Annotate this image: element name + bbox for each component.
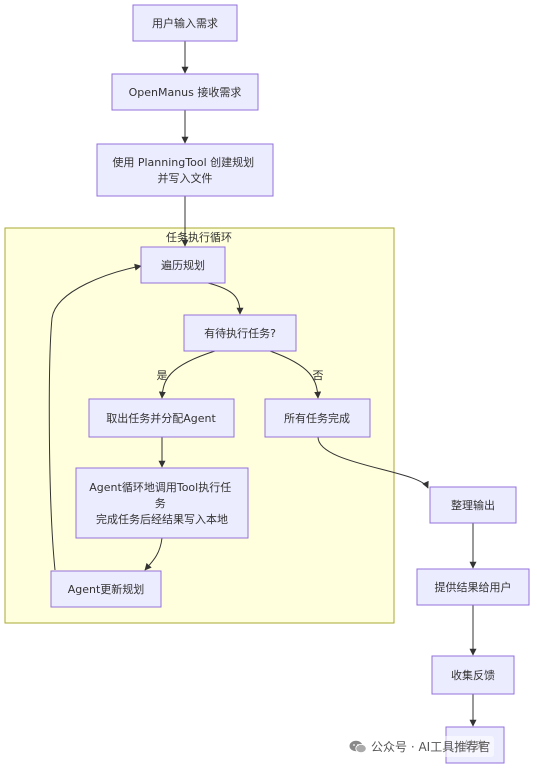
node-text-line: Agent更新规划 (68, 582, 145, 596)
edge-execute-to-update (144, 537, 163, 571)
svg-text:提供结果给用户: 提供结果给用户 (435, 580, 512, 594)
node-organize: 整理输出 (429, 486, 517, 524)
watermark: 公众号 · AI工具推荐官 (345, 736, 495, 757)
svg-text:整理输出: 整理输出 (451, 498, 495, 512)
edge-hastask-to-assign (158, 350, 216, 399)
node-text-line: 提供结果给用户 (435, 580, 512, 594)
node-text-line: 取出任务并分配Agent (106, 411, 216, 425)
svg-text:收集反馈: 收集反馈 (451, 668, 495, 682)
node-text-line: 所有任务完成 (284, 411, 350, 425)
svg-text:Agent循环地调用Tool执行任 务: Agent循环地调用Tool执行任 务 完成任务后经结果写入本地 (89, 480, 234, 526)
node-text-line: 整理输出 (451, 498, 495, 512)
node-text-line: 有待执行任务? (204, 326, 276, 340)
no-label: 否 (313, 369, 324, 382)
edge-update-to-iterate (48, 263, 142, 571)
svg-text:用户输入需求: 用户输入需求 (152, 16, 218, 30)
yes-label: 是 (157, 369, 168, 382)
edge-alldone-to-organize (317, 436, 429, 489)
node-update: Agent更新规划 (50, 570, 162, 608)
node-text-line: Agent循环地调用Tool执行任 (89, 480, 231, 494)
node-execute: Agent循环地调用Tool执行任 务 完成任务后经结果写入本地 (75, 467, 249, 539)
edge-iterate-to-hastask (207, 282, 244, 315)
node-text-line: 完成任务后经结果写入本地 (96, 512, 228, 526)
node-text-line: 使用 PlanningTool 创建规划 (112, 155, 254, 169)
node-plan-create: 使用 PlanningTool 创建规划 并写入文件 (96, 143, 274, 197)
svg-text:取出任务并分配Agent: 取出任务并分配Agent (106, 411, 216, 425)
watermark-text: 公众号 · AI工具推荐官 (371, 740, 491, 754)
edges (48, 41, 477, 727)
node-receive: OpenManus 接收需求 (111, 73, 259, 111)
cluster-title: 任务执行循环 (166, 230, 232, 244)
svg-text:使用 PlanningTool 创建规划 并写入: 使用 PlanningTool 创建规划 并写入文件 (112, 155, 257, 185)
node-text-line: 收集反馈 (451, 668, 495, 682)
svg-text:有待执行任务?: 有待执行任务? (204, 326, 276, 340)
node-feedback: 收集反馈 (431, 655, 515, 695)
node-has-task: 有待执行任务? (183, 314, 297, 352)
svg-text:OpenManus 接收需求: OpenManus 接收需求 (129, 85, 242, 99)
svg-text:遍历规划: 遍历规划 (161, 258, 205, 272)
node-text-line: 务 (155, 497, 166, 510)
node-text-line: 用户输入需求 (152, 16, 218, 30)
node-text-line: 并写入文件 (158, 171, 213, 185)
node-all-done: 所有任务完成 (264, 398, 371, 438)
node-assign: 取出任务并分配Agent (88, 398, 235, 438)
node-user-input: 用户输入需求 (132, 4, 238, 42)
node-provide: 提供结果给用户 (416, 568, 530, 606)
node-text-line: 遍历规划 (161, 258, 205, 272)
svg-text:所有任务完成: 所有任务完成 (284, 411, 350, 425)
wechat-icon (349, 740, 367, 753)
node-text-line: OpenManus 接收需求 (129, 85, 242, 99)
edge-hastask-to-alldone (269, 350, 322, 399)
node-iterate: 遍历规划 (140, 246, 226, 284)
svg-text:Agent更新规划: Agent更新规划 (68, 582, 145, 596)
